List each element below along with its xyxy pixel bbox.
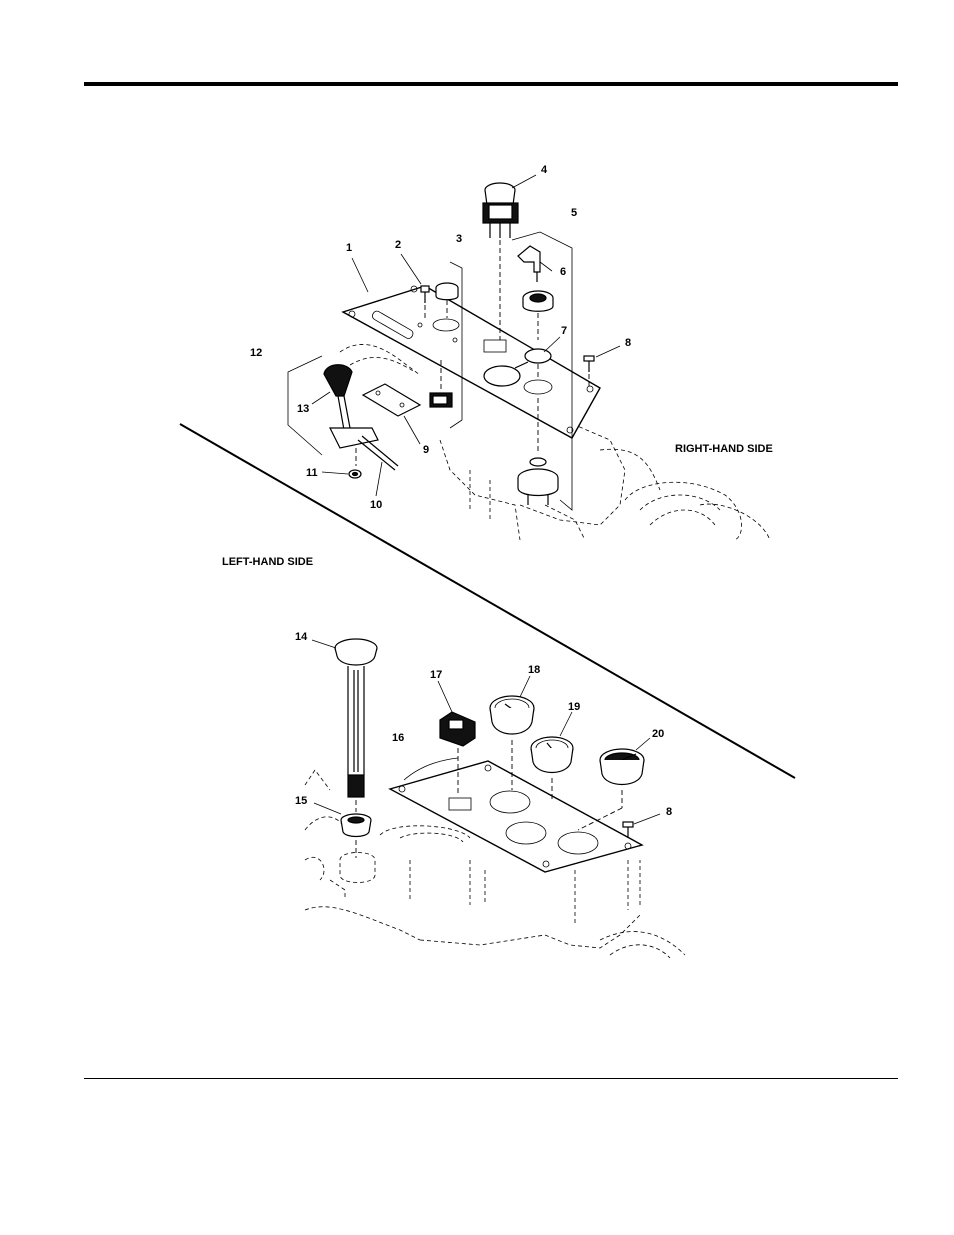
part-9-bracket xyxy=(363,360,452,416)
footer-rule xyxy=(84,1078,898,1079)
callout-18: 18 xyxy=(528,664,540,676)
callout-5: 5 xyxy=(571,207,577,219)
callout-16: 16 xyxy=(392,732,404,744)
callout-8-lower: 8 xyxy=(666,806,672,818)
callout-14: 14 xyxy=(295,631,308,643)
callout-11: 11 xyxy=(306,467,318,479)
callout-2: 2 xyxy=(395,239,401,251)
callout-8-upper: 8 xyxy=(625,337,631,349)
label-right-hand-side: RIGHT-HAND SIDE xyxy=(675,443,773,455)
part-6-key xyxy=(518,246,540,282)
callout-15: 15 xyxy=(295,795,307,807)
divider-line xyxy=(180,424,795,778)
part-15-grommet xyxy=(341,814,371,858)
callout-7: 7 xyxy=(561,325,567,337)
callout-3: 3 xyxy=(456,233,462,245)
part-13-lever xyxy=(324,365,398,470)
callout-19: 19 xyxy=(568,701,580,713)
callout-9: 9 xyxy=(423,444,429,456)
callout-6: 6 xyxy=(560,266,566,278)
callout-13: 13 xyxy=(297,403,309,415)
part-11-nut xyxy=(349,470,361,478)
part-14-gauge-rod xyxy=(335,639,377,812)
part-6-ring xyxy=(523,291,553,340)
callout-1: 1 xyxy=(346,242,352,254)
label-left-hand-side: LEFT-HAND SIDE xyxy=(222,556,313,568)
callout-4: 4 xyxy=(541,164,548,176)
right-panel-plate xyxy=(343,286,600,438)
callout-20: 20 xyxy=(652,728,664,740)
callout-12: 12 xyxy=(250,347,262,359)
callout-10: 10 xyxy=(370,499,382,511)
callout-17: 17 xyxy=(430,669,442,681)
part-4-switch xyxy=(483,183,518,340)
